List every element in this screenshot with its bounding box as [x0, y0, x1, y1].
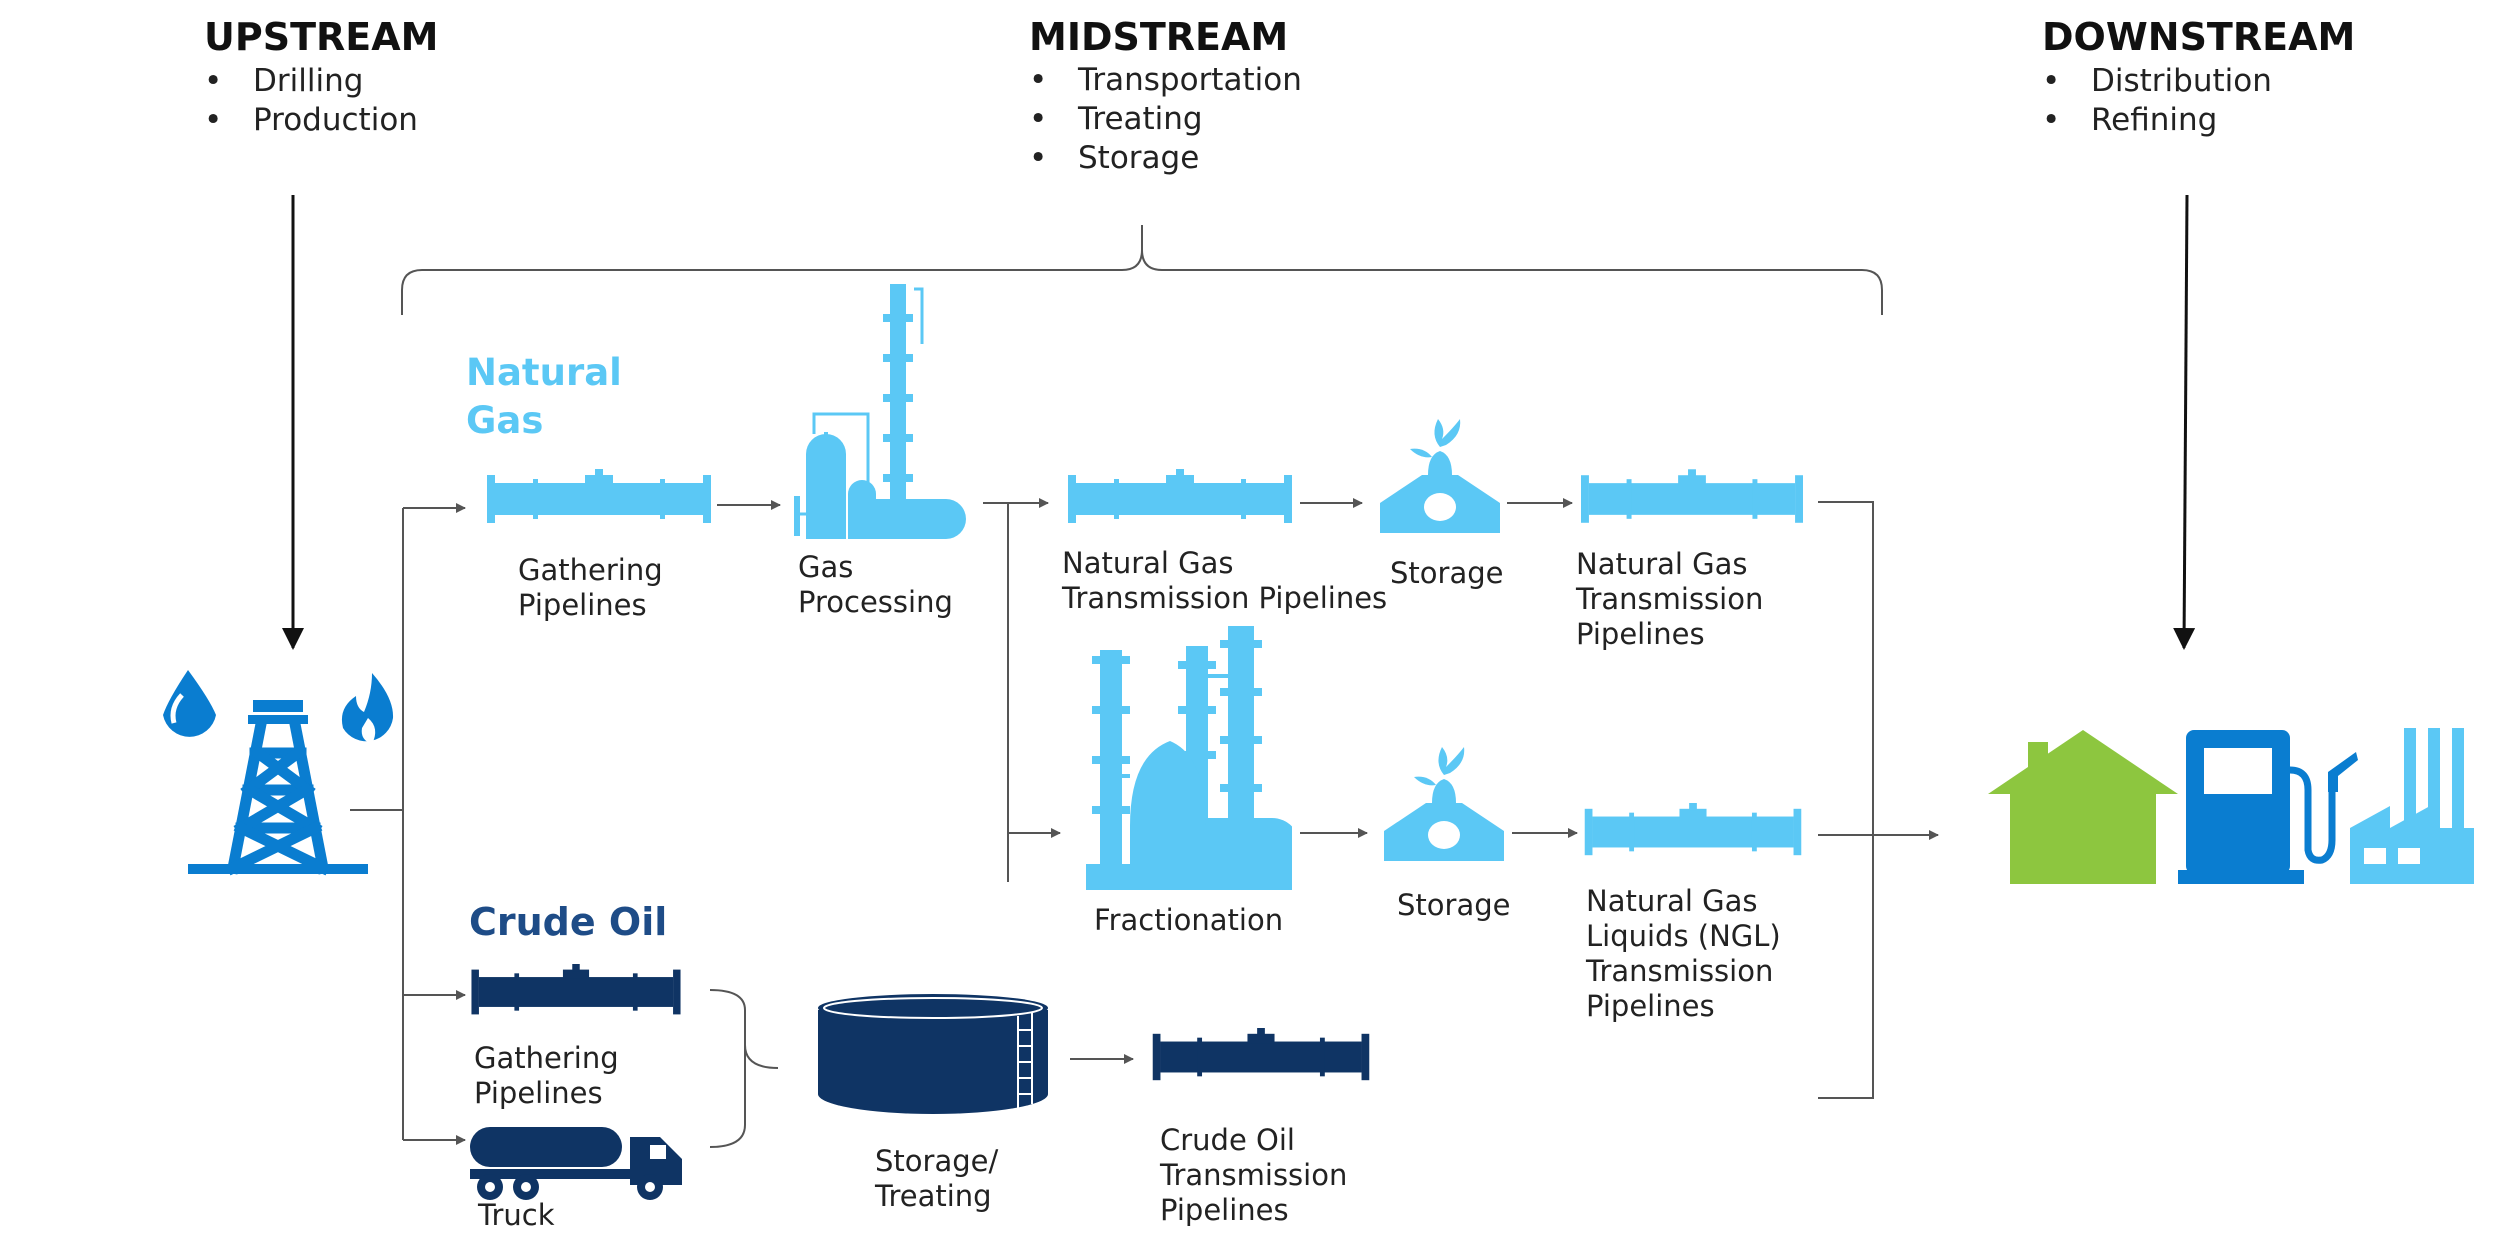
list-item: •Drilling [204, 63, 364, 99]
storage-treating-label: Storage/ Treating [875, 1144, 999, 1213]
list-item: •Storage [1029, 140, 1200, 176]
midstream-title: MIDSTREAM [1029, 15, 1289, 59]
tanker-truck-icon [470, 1127, 682, 1200]
natural-gas-heading: Natural Gas [466, 351, 622, 442]
list-item: •Transportation [1029, 62, 1302, 98]
list-item: •Production [204, 102, 418, 138]
crude-gathering-pipelines-label: Gathering Pipelines [474, 1041, 619, 1110]
storage-label: Storage [1390, 556, 1504, 590]
pipeline-icon [1152, 1028, 1370, 1081]
oil-gas-well-icon [163, 670, 394, 876]
gas-transmission-pipelines-label: Natural Gas Transmission Pipelines [1062, 546, 1388, 615]
fuel-pump-icon [2178, 730, 2358, 884]
storage-facility-icon [1384, 747, 1504, 861]
crude-transmission-pipelines-label: Crude Oil Transmission Pipelines [1160, 1123, 1348, 1227]
midstream-list: •Transportation •Treating •Storage [1029, 61, 1302, 178]
fractionation-label: Fractionation [1094, 903, 1284, 937]
downstream-arrow [2173, 194, 2196, 650]
list-item: •Treating [1029, 101, 1203, 137]
ngl-transmission-pipelines-label: Natural Gas Liquids (NGL) Transmission P… [1586, 884, 1781, 1023]
downstream-list: •Distribution •Refining [2042, 62, 2272, 140]
gas-transmission-pipelines-label: Natural Gas Transmission Pipelines [1576, 547, 1764, 651]
upstream-title: UPSTREAM [204, 15, 439, 59]
pipeline-icon [487, 469, 711, 523]
list-item: •Refining [2042, 102, 2218, 138]
pipeline-icon [1581, 469, 1803, 523]
pipeline-icon [471, 964, 681, 1015]
pipeline-icon [1068, 469, 1292, 523]
fractionation-plant-icon [1086, 626, 1292, 890]
list-item: •Distribution [2042, 63, 2272, 99]
gas-processing-label: Gas Processing [798, 550, 953, 619]
crude-oil-heading: Crude Oil [469, 900, 668, 944]
storage-label: Storage [1397, 888, 1511, 922]
truck-label: Truck [478, 1198, 555, 1232]
storage-facility-icon [1380, 419, 1500, 533]
house-icon [1988, 730, 2178, 884]
gas-gathering-pipelines-label: Gathering Pipelines [518, 553, 663, 622]
factory-icon [2350, 728, 2474, 884]
gas-processing-plant-icon [794, 284, 966, 539]
pipeline-icon [1584, 803, 1802, 856]
midstream-brace [401, 225, 1883, 315]
upstream-list: •Drilling •Production [204, 62, 418, 140]
storage-tank-icon [818, 994, 1048, 1114]
downstream-title: DOWNSTREAM [2042, 15, 2356, 59]
